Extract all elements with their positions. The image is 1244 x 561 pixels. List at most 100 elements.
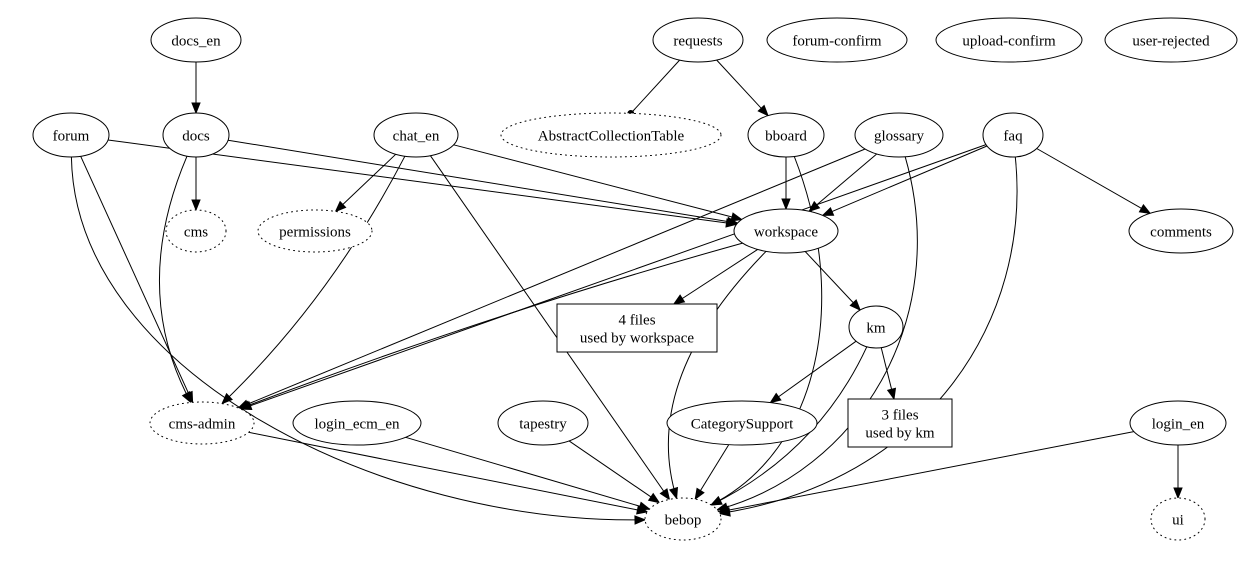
node-upload-confirm: upload-confirm [935,17,1083,63]
edge-km-files3 [880,347,894,399]
node-shape-box [847,398,953,448]
edge-workspace-cms_admin [240,242,743,409]
node-km: km [848,305,904,349]
node-workspace: workspace [733,208,839,254]
edge-forum-cms_admin [80,156,193,402]
node-shape-ellipse [766,17,908,63]
node-label: workspace [754,224,818,240]
edge-docs-workspace [228,139,737,223]
edge-login_en-bebop [719,431,1134,512]
node-shape-ellipse [373,112,459,158]
edge-tapestry-bebop [568,440,659,503]
node-label: glossary [874,128,924,144]
node-shape-ellipse [854,112,944,158]
node-bebop: bebop [644,497,722,541]
node-shape-ellipse [497,400,589,446]
node-shape-ellipse [1104,17,1238,63]
node-forum: forum [32,112,110,158]
node-shape-ellipse [666,400,818,446]
edge-chat_en-bebop [429,155,669,500]
node-comments: comments [1128,208,1234,254]
edge-faq-bebop [720,156,1018,514]
edge-faq-comments [1036,148,1150,214]
node-forum-confirm: forum-confirm [766,17,908,63]
node-shape-ellipse [500,112,722,158]
edge-cms_admin-bebop [248,431,648,512]
node-label: login_en [1152,416,1205,432]
node-label: docs_en [171,33,221,49]
edge-faq-workspace [823,145,988,215]
edge-glossary-cms_admin [238,148,866,408]
node-label: bboard [765,128,807,144]
node-docs: docs [162,112,230,158]
node-shape-ellipse [733,208,839,254]
node-permissions: permissions [257,209,373,253]
node-bboard: bboard [747,112,825,158]
edge-category_support-bebop [695,444,730,499]
node-docs-en: docs_en [150,17,242,63]
edge-faq-cms_admin [241,144,987,410]
node-shape-ellipse [644,497,722,541]
edge-workspace-files4 [674,248,758,304]
edge-chat_en-workspace [453,144,742,220]
node-label: chat_en [393,128,440,144]
node-shape-ellipse [32,112,110,158]
edge-glossary-bebop [717,156,918,510]
node-shape-ellipse [162,112,230,158]
node-shape-ellipse [165,209,227,253]
node-tapestry: tapestry [497,400,589,446]
node-label: forum-confirm [792,33,881,49]
edge-workspace-bebop [667,250,767,498]
node-label: docs [182,128,210,144]
edge-requests-bboard [716,59,768,116]
node-label: cms [184,224,208,240]
edge-workspace-km [804,251,860,311]
node-faq: faq [982,112,1044,158]
edge-login_ecm_en-bebop [405,436,650,509]
node-shape-box [556,303,718,353]
node-shape-ellipse [652,17,744,63]
node-shape-ellipse [1150,497,1206,541]
node-ui: ui [1150,497,1206,541]
node-glossary: glossary [854,112,944,158]
edge-requests-act [627,59,680,117]
edge-chat_en-permissions [336,153,397,211]
node-label: faq [1003,128,1023,144]
node-shape-ellipse [935,17,1083,63]
node-label: CategorySupport [691,416,794,432]
node-label: tapestry [519,416,567,432]
node-user-rejected: user-rejected [1104,17,1238,63]
edge-docs-cms_admin [158,156,190,402]
edge-chat_en-cms_admin [222,155,406,403]
edge-km-bebop [711,346,868,505]
node-shape-ellipse [982,112,1044,158]
node-shape-ellipse [150,17,242,63]
node-label: upload-confirm [962,33,1056,49]
node-cms-admin: cms-admin [149,401,255,445]
node-shape-ellipse [1129,400,1227,446]
node-login-ecm-en: login_ecm_en [292,400,422,446]
node-shape-ellipse [1128,208,1234,254]
node-label: km [866,320,886,336]
node-layer: docs_en requests forum-confirm upload-confi… [32,17,1238,541]
node-shape-ellipse [149,401,255,445]
node-shape-ellipse [257,209,373,253]
node-label: AbstractCollectionTable [538,128,685,144]
node-label: comments [1150,224,1212,240]
node-label: requests [673,33,722,49]
node-label: forum [53,128,90,144]
node-shape-ellipse [747,112,825,158]
edge-layer [70,59,1178,520]
node-label: login_ecm_en [315,416,400,432]
node-login-en: login_en [1129,400,1227,446]
node-label: permissions [279,224,351,240]
node-category-support: CategorySupport [666,400,818,446]
node-shape-ellipse [848,305,904,349]
node-shape-ellipse [292,400,422,446]
